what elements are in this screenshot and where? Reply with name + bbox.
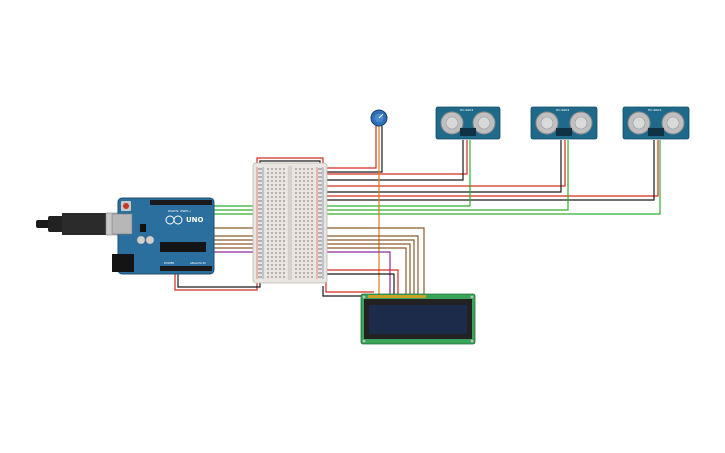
sensor-label: HC-SR04 (648, 108, 661, 112)
sensor-label: HC-SR04 (460, 108, 473, 112)
lcd-display-16x2[interactable] (360, 293, 476, 345)
power-label: POWER (164, 261, 174, 265)
wire-pot-red (323, 126, 377, 169)
wire-red-sensor3 (323, 140, 659, 197)
wire-black-sensor3 (323, 140, 655, 201)
wire-lcd-red (323, 269, 399, 295)
potentiometer[interactable] (370, 109, 388, 127)
wire-pot-black (323, 126, 383, 173)
lcd-screen (369, 305, 467, 334)
ultrasonic-sensor-2[interactable]: HC-SR04 (530, 106, 598, 140)
wire-lcd-black (323, 273, 395, 295)
wire-red-sensor2 (323, 140, 566, 187)
arduino-uno-board[interactable]: UNO DIGITAL (PWM~) POWER ANALOG IN (111, 197, 215, 275)
digital-label: DIGITAL (PWM~) (168, 209, 191, 213)
breadboard[interactable] (252, 162, 328, 284)
wire-ard-red (174, 272, 258, 291)
breadboard-holes (258, 168, 322, 278)
wires (174, 126, 661, 297)
ultrasonic-sensor-3[interactable]: HC-SR04 (622, 106, 690, 140)
wire-black-sensor2 (323, 140, 562, 193)
lcd-pin-header (368, 295, 426, 298)
wire-red-sensor1 (323, 140, 468, 175)
wire-black-sensor1 (323, 140, 464, 181)
usb-port (111, 213, 133, 235)
uno-logo: UNO (186, 216, 204, 224)
power-header (160, 266, 212, 271)
digital-header (150, 200, 212, 205)
wire-green-3 (212, 140, 661, 215)
ultrasonic-sensor-1[interactable]: HC-SR04 (435, 106, 501, 140)
wire-green-2 (212, 140, 569, 211)
sensor-label: HC-SR04 (556, 108, 569, 112)
wire-lcd-red-2 (325, 282, 374, 293)
atmega-chip (160, 242, 206, 252)
wire-ard-black (177, 272, 261, 288)
analog-label: ANALOG IN (190, 261, 206, 265)
power-jack (112, 254, 134, 272)
